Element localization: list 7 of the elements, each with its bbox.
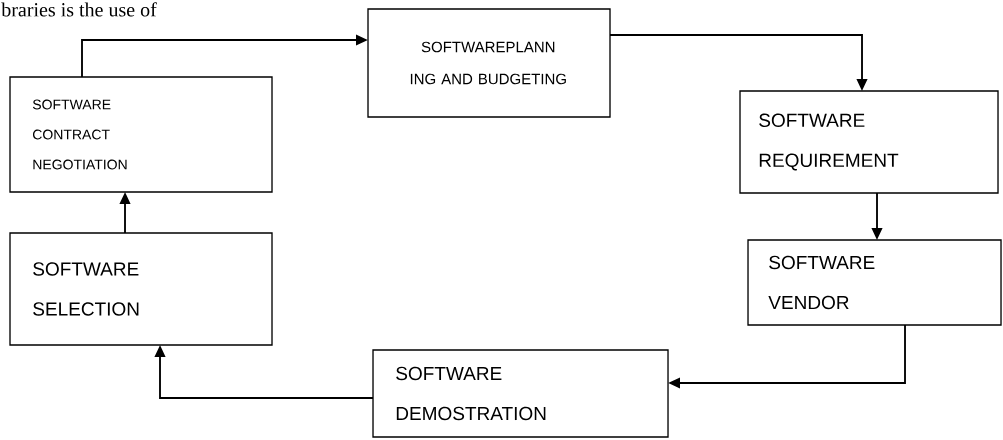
process-box: SOFTWARE VENDOR	[747, 239, 1002, 326]
process-box: SOFTWARE SELECTION	[9, 232, 273, 346]
process-box: SOFTWAREPLANN ING AND BUDGETING	[367, 8, 611, 118]
process-box: SOFTWARE REQUIREMENT	[739, 90, 999, 194]
process-box: SOFTWARE DEMOSTRATION	[372, 349, 669, 438]
process-box: SOFTWARE CONTRACT NEGOTIATION	[9, 76, 273, 193]
cut-off-text: braries is the use of	[1, 2, 157, 17]
